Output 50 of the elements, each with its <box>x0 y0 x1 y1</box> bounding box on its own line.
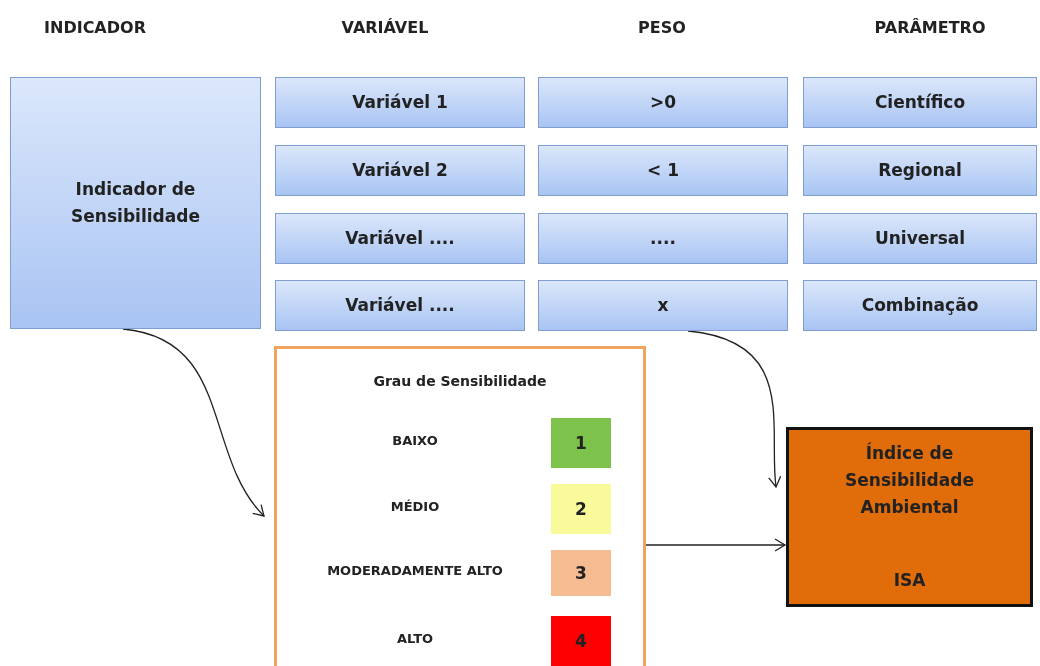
variable-box <box>538 77 788 128</box>
variable-box <box>538 145 788 196</box>
level-square <box>551 616 611 666</box>
panel-title: Grau de Sensibilidade <box>373 373 547 389</box>
box-label: Científico <box>874 90 966 114</box>
arrow <box>645 538 786 552</box>
level-square <box>551 484 611 534</box>
box-label: Variável 2 <box>352 158 448 182</box>
box-label: Combinação <box>861 293 979 317</box>
variable-box <box>275 145 525 196</box>
variable-box <box>275 280 525 331</box>
level-square <box>551 418 611 468</box>
box-label: < 1 <box>647 158 679 182</box>
box-label: Indicador de Sensibilidade <box>70 177 201 228</box>
box-label: 2 <box>575 499 587 519</box>
variable-box <box>538 213 788 264</box>
box-label: x <box>657 293 669 317</box>
variable-box <box>275 77 525 128</box>
variable-box <box>275 213 525 264</box>
column-header: INDICADOR <box>44 18 146 37</box>
column-header: PARÂMETRO <box>874 18 986 37</box>
level-label: MÉDIO <box>390 498 440 514</box>
level-square <box>551 550 611 596</box>
box-label: ISA <box>893 568 926 592</box>
variable-box <box>803 145 1037 196</box>
variable-box <box>538 280 788 331</box>
box-label: 1 <box>575 433 587 453</box>
variable-box <box>803 77 1037 128</box>
box-label: Universal <box>874 226 966 250</box>
variable-box <box>10 77 261 329</box>
box-label: 3 <box>575 563 587 583</box>
level-label: ALTO <box>396 630 434 646</box>
box-label: Índice de Sensibilidade Ambiental <box>844 441 975 520</box>
arrow <box>687 330 782 488</box>
box-label: Variável .... <box>345 293 455 317</box>
box-label: Variável 1 <box>352 90 448 114</box>
box-label: >0 <box>649 90 677 114</box>
index-box <box>786 427 1033 607</box>
level-label: BAIXO <box>392 432 438 448</box>
box-label: .... <box>650 226 676 250</box>
variable-box <box>803 213 1037 264</box>
column-header: VARIÁVEL <box>341 18 429 37</box>
column-header: PESO <box>638 18 686 37</box>
variable-box <box>803 280 1037 331</box>
sensitivity-panel <box>274 346 646 666</box>
arrow <box>122 328 265 517</box>
box-label: Variável .... <box>345 226 455 250</box>
level-label: MODERADAMENTE ALTO <box>327 562 503 578</box>
box-label: Regional <box>878 158 962 182</box>
box-label: 4 <box>575 631 587 651</box>
